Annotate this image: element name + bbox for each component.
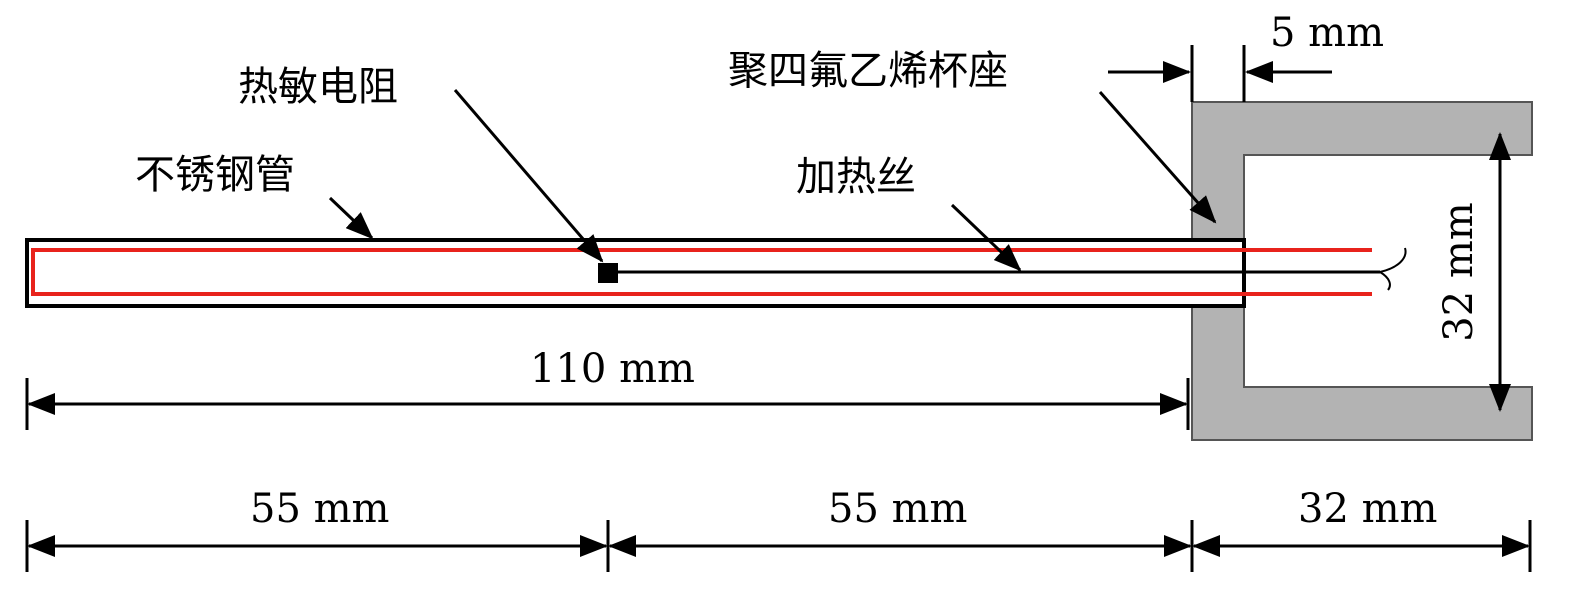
thermistor-lead-curl	[1379, 247, 1407, 291]
thermistor-leader-arrow	[453, 89, 604, 263]
cup-height-label: 32 mm	[1436, 202, 1482, 341]
thermistor-label: 热敏电阻	[238, 64, 398, 110]
tube-length-label: 110 mm	[530, 346, 695, 392]
steel-tube-label: 不锈钢管	[135, 152, 295, 198]
steel-tube-leader-arrow	[328, 196, 374, 240]
ptfe-base-label: 聚四氟乙烯杯座	[728, 48, 1008, 94]
heater-wire-leader-arrow	[950, 203, 1022, 272]
segment-3-label: 32 mm	[1298, 486, 1437, 532]
segment-1-label: 55 mm	[250, 486, 389, 532]
wall-thickness-label: 5 mm	[1270, 10, 1384, 56]
heater-wire-loop	[31, 248, 1372, 296]
segment-2-label: 55 mm	[828, 486, 967, 532]
heater-wire-label: 加热丝	[796, 154, 916, 200]
thermistor-block	[598, 263, 618, 283]
ptfe-base-leader-arrow	[1098, 91, 1217, 224]
